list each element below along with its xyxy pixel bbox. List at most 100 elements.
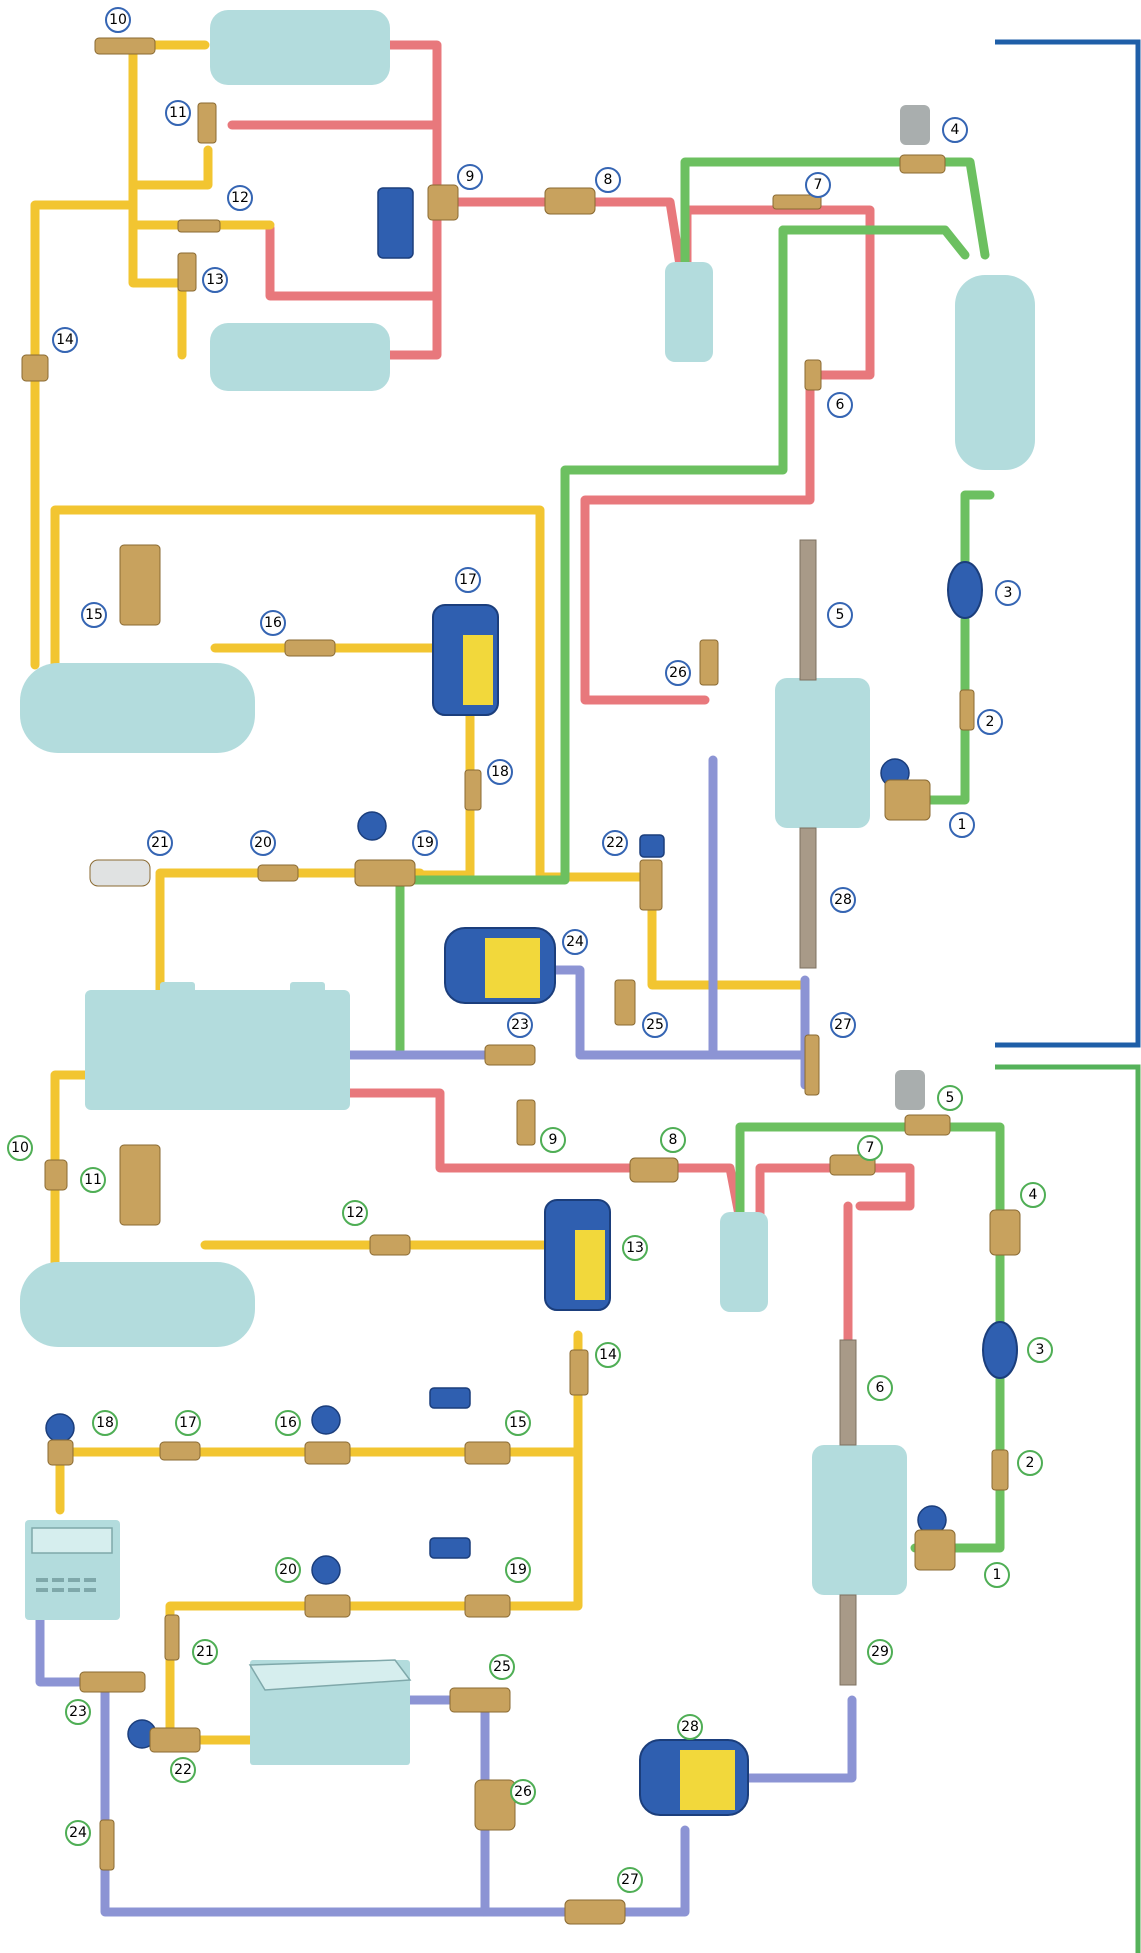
svg-text:24: 24 bbox=[69, 1825, 87, 1841]
badges-bottom: 10 11 9 8 7 5 4 3 2 1 6 12 13 14 18 17 1… bbox=[7, 1085, 1053, 1893]
pipe-discharge bbox=[755, 1163, 915, 1225]
pipe-pilot bbox=[680, 157, 990, 270]
pipe-suction bbox=[550, 965, 810, 1060]
badge: 16 bbox=[275, 1410, 301, 1436]
svg-text:10: 10 bbox=[109, 12, 127, 28]
badge: 16 bbox=[260, 610, 286, 636]
vibration-eliminator-29-bottom bbox=[839, 1594, 857, 1686]
vibration-eliminator-6-bottom bbox=[839, 1339, 857, 1446]
pipe-discharge bbox=[432, 197, 685, 270]
badge: 27 bbox=[617, 1867, 643, 1893]
badge: 22 bbox=[602, 830, 628, 856]
badge: 4 bbox=[1020, 1182, 1046, 1208]
badge: 21 bbox=[192, 1639, 218, 1665]
top-circuit-frame bbox=[995, 39, 1141, 1048]
badge: 24 bbox=[65, 1820, 91, 1846]
svg-text:19: 19 bbox=[416, 835, 434, 851]
svg-text:9: 9 bbox=[466, 169, 475, 185]
svg-text:3: 3 bbox=[1004, 585, 1013, 601]
badge: 23 bbox=[507, 1012, 533, 1038]
badge: 8 bbox=[660, 1127, 686, 1153]
badge: 21 bbox=[147, 830, 173, 856]
receiver-top-2 bbox=[210, 323, 390, 391]
badges-top: 10 11 12 13 14 9 8 7 4 6 5 3 2 1 17 16 1… bbox=[52, 7, 1021, 1038]
badge: 7 bbox=[805, 172, 831, 198]
svg-text:22: 22 bbox=[174, 1762, 192, 1778]
oil-separator-top bbox=[665, 262, 713, 362]
badge: 24 bbox=[562, 929, 588, 955]
pipe-discharge bbox=[265, 223, 442, 301]
svg-text:17: 17 bbox=[179, 1415, 197, 1431]
svg-text:13: 13 bbox=[206, 272, 224, 288]
oil-separator-bottom bbox=[720, 1212, 768, 1312]
heat-exchanger-top bbox=[85, 990, 350, 1110]
svg-text:10: 10 bbox=[11, 1140, 29, 1156]
svg-text:20: 20 bbox=[279, 1562, 297, 1578]
compressor-top bbox=[775, 678, 870, 828]
svg-text:23: 23 bbox=[511, 1017, 529, 1033]
svg-text:5: 5 bbox=[946, 1090, 955, 1106]
badge: 3 bbox=[1027, 1337, 1053, 1363]
pipe-liquid bbox=[50, 505, 657, 882]
svg-text:12: 12 bbox=[231, 190, 249, 206]
pipe-liquid bbox=[165, 1330, 583, 1695]
badge: 28 bbox=[830, 887, 856, 913]
svg-text:25: 25 bbox=[646, 1017, 664, 1033]
bottom-circuit-frame bbox=[995, 1064, 1141, 1953]
svg-text:21: 21 bbox=[196, 1644, 214, 1660]
svg-text:14: 14 bbox=[599, 1347, 617, 1363]
components-bottom bbox=[20, 1212, 907, 1765]
svg-text:27: 27 bbox=[621, 1872, 639, 1888]
badge: 15 bbox=[81, 602, 107, 628]
svg-text:8: 8 bbox=[604, 172, 613, 188]
svg-text:11: 11 bbox=[84, 1172, 102, 1188]
svg-text:4: 4 bbox=[1029, 1187, 1038, 1203]
svg-text:9: 9 bbox=[549, 1132, 558, 1148]
svg-text:27: 27 bbox=[834, 1017, 852, 1033]
svg-text:6: 6 bbox=[876, 1380, 885, 1396]
badge: 1 bbox=[949, 812, 975, 838]
badge: 9 bbox=[457, 164, 483, 190]
svg-text:6: 6 bbox=[836, 397, 845, 413]
svg-text:16: 16 bbox=[279, 1415, 297, 1431]
drier-3-bottom bbox=[982, 1321, 1018, 1379]
badge: 9 bbox=[540, 1127, 566, 1153]
svg-text:7: 7 bbox=[814, 177, 823, 193]
pipe-liquid bbox=[128, 145, 213, 190]
badge: 18 bbox=[487, 759, 513, 785]
svg-text:8: 8 bbox=[669, 1132, 678, 1148]
heat-exchanger-top-cap bbox=[290, 982, 325, 994]
compressor-bottom bbox=[812, 1445, 907, 1595]
receiver-horizontal-top bbox=[20, 663, 255, 753]
badge: 6 bbox=[867, 1375, 893, 1401]
badge: 17 bbox=[455, 567, 481, 593]
drier-3-top bbox=[947, 561, 983, 619]
pipe-liquid bbox=[30, 200, 138, 670]
pipe-liquid bbox=[647, 890, 810, 990]
svg-text:2: 2 bbox=[986, 714, 995, 730]
badge: 11 bbox=[165, 100, 191, 126]
badge: 28 bbox=[677, 1714, 703, 1740]
badge: 12 bbox=[227, 185, 253, 211]
badge: 20 bbox=[275, 1557, 301, 1583]
svg-text:26: 26 bbox=[514, 1784, 532, 1800]
evaporator-cabinet-panel bbox=[31, 1527, 113, 1554]
vibration-eliminator-5-top bbox=[799, 539, 817, 681]
badge: 29 bbox=[867, 1639, 893, 1665]
badge: 25 bbox=[642, 1012, 668, 1038]
svg-text:11: 11 bbox=[169, 105, 187, 121]
badge: 14 bbox=[52, 327, 78, 353]
badge: 23 bbox=[65, 1699, 91, 1725]
svg-text:21: 21 bbox=[151, 835, 169, 851]
svg-text:16: 16 bbox=[264, 615, 282, 631]
svg-text:19: 19 bbox=[509, 1562, 527, 1578]
pipe-liquid bbox=[50, 1070, 90, 1285]
svg-text:25: 25 bbox=[493, 1659, 511, 1675]
vibration-eliminator-28-top bbox=[799, 827, 817, 969]
svg-text:13: 13 bbox=[626, 1240, 644, 1256]
evaporator-cabinet-grille bbox=[36, 1578, 96, 1592]
pipe-suction bbox=[100, 1685, 690, 1917]
svg-text:28: 28 bbox=[681, 1719, 699, 1735]
svg-text:24: 24 bbox=[566, 934, 584, 950]
badge: 5 bbox=[827, 602, 853, 628]
